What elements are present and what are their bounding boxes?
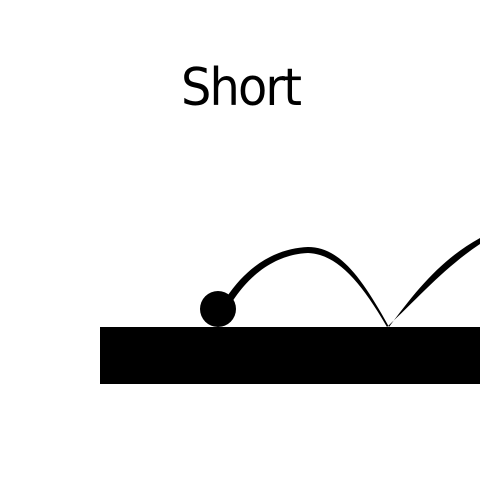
card-label: Short <box>181 58 302 118</box>
bounce-trajectory <box>226 238 480 327</box>
ground-block <box>100 327 480 384</box>
ball <box>200 291 236 327</box>
